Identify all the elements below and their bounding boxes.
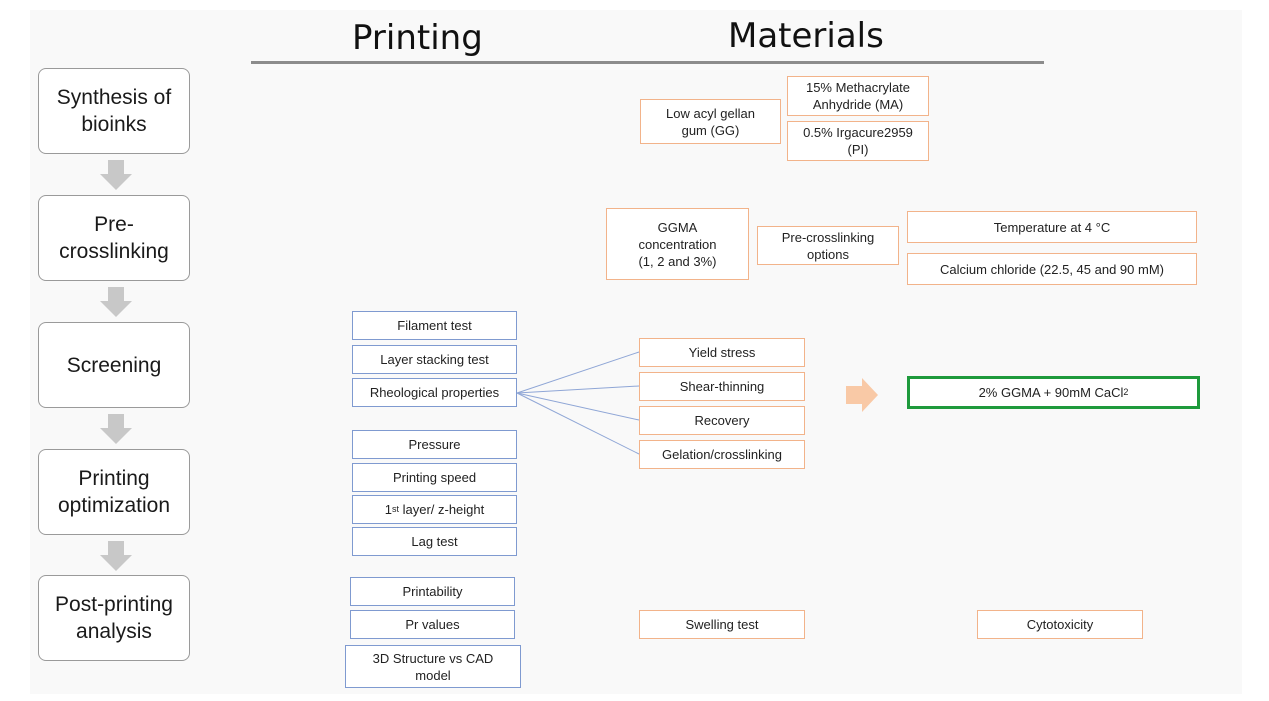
pressure-box: Pressure bbox=[352, 430, 517, 459]
pr-values-box: Pr values bbox=[350, 610, 515, 639]
shear-thinning-box: Shear-thinning bbox=[639, 372, 805, 401]
filament-test-box: Filament test bbox=[352, 311, 517, 340]
right-arrow-icon bbox=[846, 378, 878, 412]
methacrylate-anhydride-box: 15% Methacrylate Anhydride (MA) bbox=[787, 76, 929, 116]
swelling-test-box: Swelling test bbox=[639, 610, 805, 639]
printability-box: Printability bbox=[350, 577, 515, 606]
yield-stress-box: Yield stress bbox=[639, 338, 805, 367]
ggma-concentration-box: GGMA concentration (1, 2 and 3%) bbox=[606, 208, 749, 280]
materials-header: Materials bbox=[728, 16, 884, 56]
down-arrow-icon bbox=[100, 414, 132, 444]
first-layer-superscript: st bbox=[391, 504, 399, 514]
printing-header: Printing bbox=[352, 18, 483, 58]
gellan-gum-box: Low acyl gellan gum (GG) bbox=[640, 99, 781, 144]
cytotoxicity-box: Cytotoxicity bbox=[977, 610, 1143, 639]
step-printing-optimization: Printing optimization bbox=[38, 449, 190, 535]
precrosslinking-options-box: Pre-crosslinking options bbox=[757, 226, 899, 265]
step-post-printing-analysis: Post-printing analysis bbox=[38, 575, 190, 661]
subscript-two: 2 bbox=[1123, 387, 1129, 397]
printing-speed-box: Printing speed bbox=[352, 463, 517, 492]
selected-formulation-label: 2% GGMA + 90mM CaCl bbox=[978, 385, 1124, 400]
calcium-chloride-box: Calcium chloride (22.5, 45 and 90 mM) bbox=[907, 253, 1197, 285]
down-arrow-icon bbox=[100, 160, 132, 190]
temperature-box: Temperature at 4 °C bbox=[907, 211, 1197, 243]
first-layer-label: layer/ z-height bbox=[398, 502, 485, 517]
recovery-box: Recovery bbox=[639, 406, 805, 435]
step-precrosslinking: Pre- crosslinking bbox=[38, 195, 190, 281]
first-layer-number: 1 bbox=[384, 502, 392, 517]
step-screening: Screening bbox=[38, 322, 190, 408]
down-arrow-icon bbox=[100, 287, 132, 317]
3d-structure-vs-cad-box: 3D Structure vs CAD model bbox=[345, 645, 521, 688]
rheological-properties-box: Rheological properties bbox=[352, 378, 517, 407]
diagram-background bbox=[30, 10, 1242, 694]
lag-test-box: Lag test bbox=[352, 527, 517, 556]
step-synthesis: Synthesis of bioinks bbox=[38, 68, 190, 154]
header-divider bbox=[251, 61, 1044, 64]
down-arrow-icon bbox=[100, 541, 132, 571]
irgacure-box: 0.5% Irgacure2959 (PI) bbox=[787, 121, 929, 161]
gelation-crosslinking-box: Gelation/crosslinking bbox=[639, 440, 805, 469]
layer-stacking-test-box: Layer stacking test bbox=[352, 345, 517, 374]
